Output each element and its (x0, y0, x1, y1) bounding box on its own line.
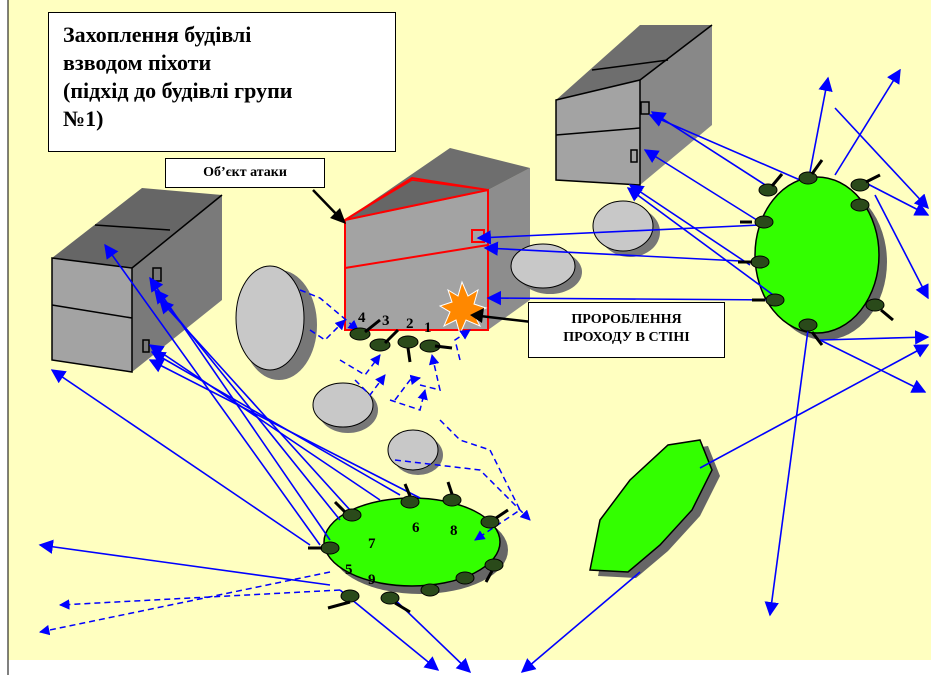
movement-paths (38, 289, 531, 636)
breach-pointer-arrow (479, 314, 533, 324)
building-right (555, 24, 713, 186)
soldier-number-1: 1 (424, 320, 432, 336)
target-pointer-head (330, 208, 346, 224)
soldier-number-2: 2 (406, 316, 414, 332)
building-left (51, 188, 223, 373)
soldier-4 (349, 318, 381, 341)
soldier-number-9: 9 (368, 572, 376, 588)
smoke-cloud-3 (387, 429, 443, 475)
smoke-cloud-5 (592, 200, 660, 257)
breach-label-line-2: ПРОХОДУ В СТІНІ (563, 330, 690, 345)
soldier-number-8: 8 (450, 523, 458, 539)
soldier-2 (397, 335, 419, 363)
soldier-3 (369, 328, 400, 352)
soldiers (308, 159, 894, 614)
soldier-number-5: 5 (345, 562, 353, 578)
soldier-number-3: 3 (382, 313, 390, 329)
breach-pointer-head (470, 308, 484, 323)
breach-label: ПРОРОБЛЕННЯ ПРОХОДУ В СТІНІ (528, 302, 725, 358)
target-building (344, 148, 530, 331)
bush-right (754, 176, 887, 340)
title-line-1: Захоплення будівлі (63, 22, 252, 47)
title-line-3: (підхід до будівлі групи (63, 78, 293, 103)
smoke-cloud-4 (510, 243, 582, 294)
soldier-number-4: 4 (358, 310, 366, 326)
bushes (323, 176, 887, 594)
title-line-4: №1) (63, 106, 104, 131)
smoke-cloud-2 (312, 382, 378, 433)
smoke-cloud-1 (235, 265, 317, 380)
breach-label-line-1: ПРОРОБЛЕННЯ (571, 312, 682, 327)
title-line-2: взводом піхоти (63, 50, 212, 75)
soldier-number-6: 6 (412, 520, 420, 536)
smoke-clouds (235, 200, 660, 475)
soldier-number-7: 7 (368, 536, 376, 552)
bush-bottom-right (589, 439, 720, 578)
diagram-title: Захоплення будівлі взводом піхоти (підхі… (48, 12, 396, 152)
soldier-1 (419, 339, 453, 353)
target-label: Об’єкт атаки (165, 158, 325, 188)
